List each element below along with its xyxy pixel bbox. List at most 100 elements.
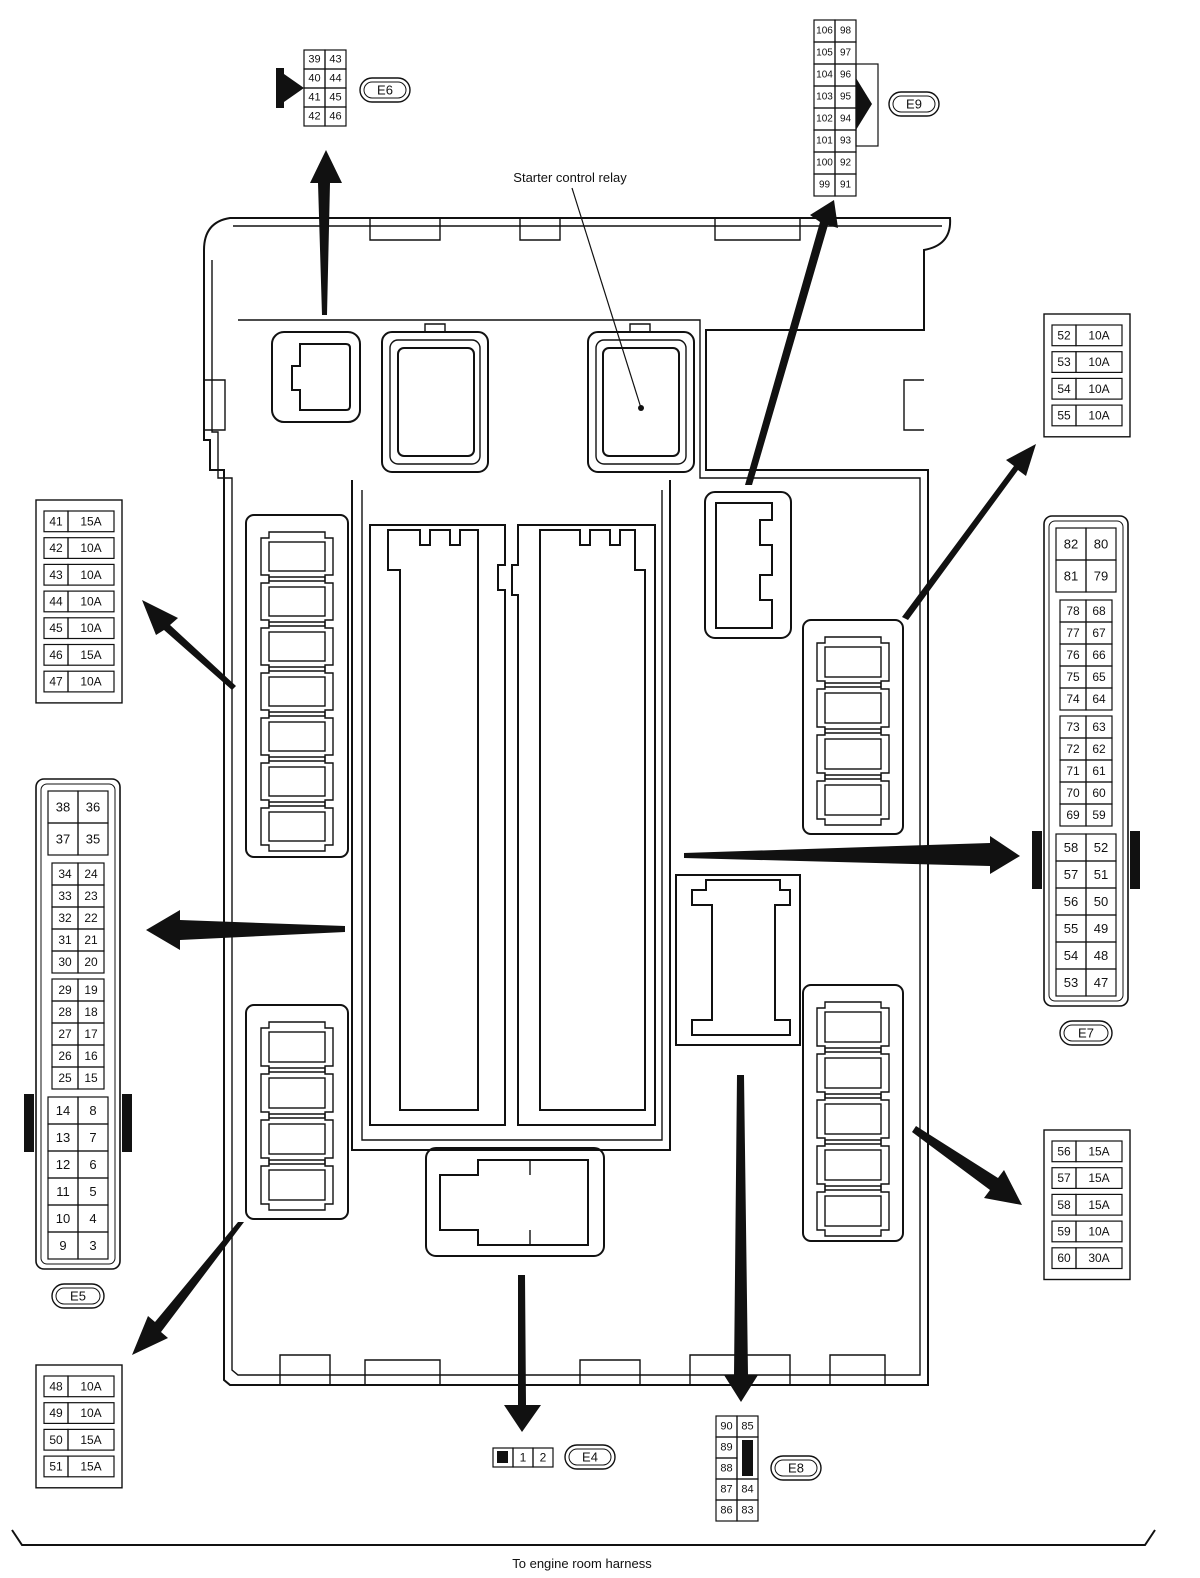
- starter-control-relay: [587, 323, 695, 473]
- pin-cell: [1075, 1247, 1123, 1270]
- fuse-rating: 15A: [1088, 1171, 1109, 1185]
- inner-housing: [351, 480, 671, 1151]
- pin-number: 27: [58, 1027, 72, 1041]
- pin-number: 90: [720, 1421, 732, 1433]
- pin-cell: [1075, 377, 1123, 400]
- fuse-slot: [260, 711, 334, 762]
- pin-cell: [67, 1402, 115, 1424]
- fuse-number: 59: [1057, 1224, 1071, 1238]
- pin-cell: [1075, 404, 1123, 427]
- fuse-number: 42: [49, 541, 63, 555]
- pin-number: 67: [1092, 626, 1106, 640]
- pin-number: 102: [816, 114, 833, 125]
- connector-id-label: E5: [70, 1289, 86, 1304]
- fuse-number: 44: [49, 594, 63, 608]
- fuse-number: 55: [1057, 408, 1071, 422]
- pin-number: 19: [84, 983, 98, 997]
- pin-cell: [77, 1231, 109, 1260]
- fuse-rating: 10A: [1088, 382, 1109, 396]
- connector-id-label: E4: [582, 1450, 598, 1465]
- pin-cell: [1085, 803, 1113, 827]
- fuse-rating: 15A: [80, 648, 101, 662]
- pin-number: 57: [1064, 867, 1078, 882]
- pin-number: 106: [816, 26, 833, 37]
- fuse-number: 43: [49, 568, 63, 582]
- arrow-left-lower: [132, 1222, 244, 1355]
- pin-number: 66: [1092, 648, 1106, 662]
- fuse-rating: 10A: [80, 594, 101, 608]
- fuse-slots-right-lower: [802, 984, 904, 1242]
- pin-number: 70: [1066, 786, 1080, 800]
- pin-number: 98: [840, 26, 852, 37]
- fuse-number: 53: [1057, 355, 1071, 369]
- pin-number: 85: [741, 1421, 753, 1433]
- pin-number: 103: [816, 92, 833, 103]
- fuse-number: 57: [1057, 1171, 1071, 1185]
- pin-cell: [67, 563, 115, 586]
- pin-number: 38: [56, 800, 70, 815]
- fuse-slot: [260, 756, 334, 807]
- arrow-e4: [504, 1275, 541, 1432]
- pin-number: 93: [840, 136, 852, 147]
- arrow-e9: [745, 200, 838, 485]
- pin-cell: [1085, 968, 1117, 997]
- connector-id-label: E6: [377, 83, 393, 98]
- pin-number: 17: [84, 1027, 98, 1041]
- pin-cell: [1075, 1220, 1123, 1243]
- pin-cell: [67, 537, 115, 560]
- fuse-number: 60: [1057, 1251, 1071, 1265]
- pin-number: 104: [816, 70, 833, 81]
- fuse-number: 50: [49, 1433, 63, 1447]
- connector-id-badge: E6: [359, 77, 411, 103]
- pin-number: 101: [816, 136, 833, 147]
- pin-cell: [77, 1066, 105, 1090]
- pin-number: 11: [56, 1184, 70, 1199]
- connector-id-badge: E5: [51, 1283, 105, 1309]
- pin-number: 82: [1064, 537, 1078, 552]
- fuse-rating: 10A: [1088, 1224, 1109, 1238]
- pin-number: 24: [84, 867, 98, 881]
- pin-number: 100: [816, 158, 833, 169]
- pin-cell: [532, 1447, 554, 1468]
- pin-number: 94: [840, 114, 852, 125]
- arrows: [132, 150, 1036, 1432]
- pin-number: 74: [1066, 692, 1080, 706]
- fuse-slot: [260, 576, 334, 627]
- arrow-right-lower: [912, 1126, 1022, 1205]
- pin-cell: [1075, 324, 1123, 347]
- fuse-slot: [260, 1113, 334, 1165]
- pin-number: 31: [58, 933, 72, 947]
- pin-cell: [77, 822, 109, 856]
- pin-number: 22: [84, 911, 98, 925]
- pin-number: 46: [329, 111, 341, 123]
- pin-cell: [67, 617, 115, 640]
- fuse-slot: [260, 531, 334, 582]
- pin-number: 8: [89, 1103, 96, 1118]
- pin-number: 51: [1094, 867, 1108, 882]
- pin-number: 55: [1064, 921, 1078, 936]
- pin-cell: [1075, 1140, 1123, 1163]
- pin-number: 3: [89, 1238, 96, 1253]
- connector-id-label: E8: [788, 1461, 804, 1476]
- pin-cell: [67, 510, 115, 533]
- pin-number: 16: [84, 1049, 98, 1063]
- pin-number: 47: [1094, 975, 1108, 990]
- fuse-slot: [260, 621, 334, 672]
- pin-cell: [324, 106, 347, 127]
- pin-number: 39: [308, 54, 320, 66]
- fuse-slot: [260, 666, 334, 717]
- pin-number: 64: [1092, 692, 1106, 706]
- pin-number: 83: [741, 1505, 753, 1517]
- pin-cell: [67, 670, 115, 693]
- pin-number: 81: [1064, 569, 1078, 584]
- pin-number: 53: [1064, 975, 1078, 990]
- connector-id-badge: E4: [564, 1444, 616, 1470]
- pin-number: 44: [329, 73, 341, 85]
- fuse-rating: 15A: [1088, 1198, 1109, 1212]
- fuse-rating: 10A: [1088, 328, 1109, 342]
- pin-cell: [736, 1499, 759, 1522]
- pin-cell: [1085, 687, 1113, 711]
- fuse-number: 51: [49, 1459, 63, 1473]
